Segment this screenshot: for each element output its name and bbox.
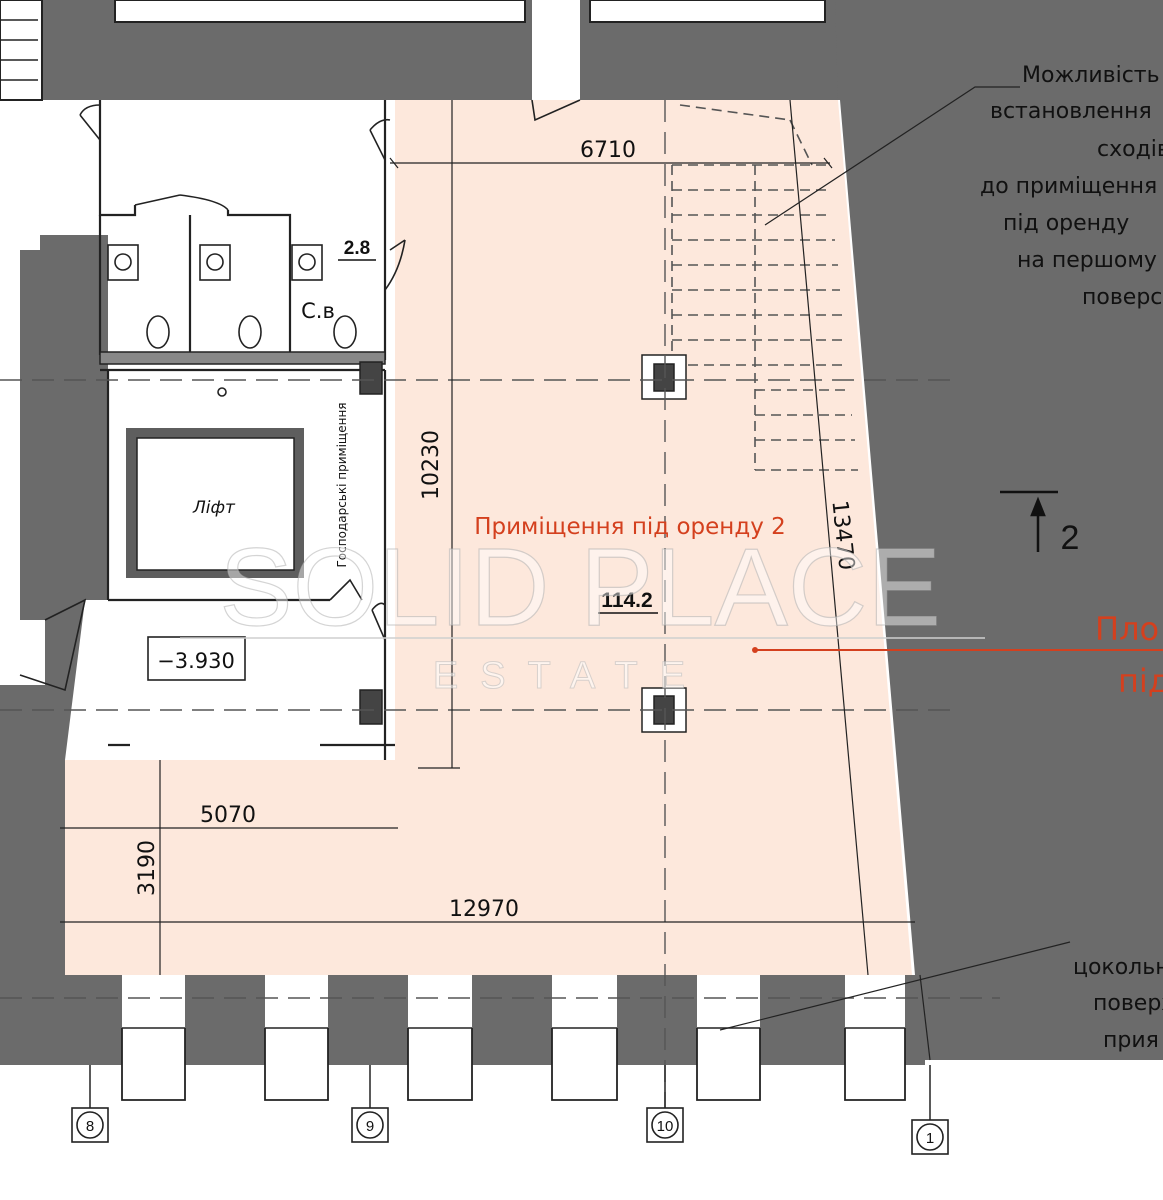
top-openings bbox=[0, 0, 826, 101]
bottom-note-1: цокольний bbox=[1073, 955, 1163, 980]
doors bbox=[19, 99, 581, 692]
axis-label-10: 10 bbox=[657, 1118, 674, 1135]
stair-outline bbox=[671, 104, 858, 471]
note-line-5: під оренду bbox=[1003, 211, 1129, 236]
dim-3190: 3190 bbox=[135, 840, 160, 896]
wc-label: С.в bbox=[301, 299, 335, 323]
section-mark bbox=[1000, 490, 1058, 552]
bottom-note-3: прия bbox=[1103, 1028, 1159, 1053]
axis-bubbles bbox=[71, 1107, 949, 1155]
note-line-7: поверсі bbox=[1082, 285, 1163, 310]
note-line-1: Можливість bbox=[1022, 63, 1160, 88]
stair-note: Можливість встановлення сходів до приміщ… bbox=[980, 63, 1163, 310]
window-bays bbox=[121, 1028, 906, 1101]
utility-label: Господарські приміщення bbox=[335, 402, 349, 567]
lift-shaft bbox=[126, 428, 304, 578]
note-line-2: встановлення bbox=[990, 99, 1152, 124]
note-line-3: сходів bbox=[1097, 137, 1163, 162]
area-partial-1: Пло bbox=[1095, 610, 1159, 648]
leader-lines bbox=[719, 86, 1071, 1031]
dim-5070: 5070 bbox=[200, 803, 256, 828]
level-box bbox=[147, 636, 246, 681]
toilets bbox=[107, 244, 357, 397]
watermark-sub: ESTATE bbox=[433, 655, 707, 697]
basement-note: цокольний поверх прия bbox=[1073, 955, 1163, 1053]
rent-room-label: Приміщення під оренду 2 bbox=[474, 514, 786, 540]
section-number: 2 bbox=[1061, 519, 1080, 557]
area-partial-2: під bbox=[1118, 662, 1163, 700]
lift-label: Ліфт bbox=[192, 498, 236, 518]
axis-label-8: 8 bbox=[86, 1118, 94, 1135]
rent-area-value: 114.2 bbox=[601, 589, 652, 612]
axis-lines bbox=[0, 100, 1000, 1110]
level-mark: −3.930 bbox=[157, 649, 235, 673]
watermark-main: SOLID PLACE bbox=[219, 526, 940, 649]
rent-area-fill bbox=[65, 100, 912, 975]
dim-6710: 6710 bbox=[580, 138, 636, 163]
toilet-strip bbox=[99, 351, 386, 365]
bottom-note-2: поверх bbox=[1093, 991, 1163, 1016]
wc-area: 2.8 bbox=[344, 238, 370, 259]
axis-label-9: 9 bbox=[366, 1118, 374, 1135]
note-line-4: до приміщення bbox=[980, 174, 1157, 199]
dimension-lines bbox=[60, 99, 931, 1061]
axis-stems bbox=[89, 1065, 931, 1122]
note-line-6: на першому bbox=[1017, 248, 1157, 273]
axis-label-1: 1 bbox=[926, 1130, 934, 1147]
dim-12970: 12970 bbox=[449, 897, 519, 922]
area-leader bbox=[752, 647, 1163, 653]
left-stair-marks bbox=[0, 19, 38, 81]
dim-10230: 10230 bbox=[419, 430, 444, 500]
